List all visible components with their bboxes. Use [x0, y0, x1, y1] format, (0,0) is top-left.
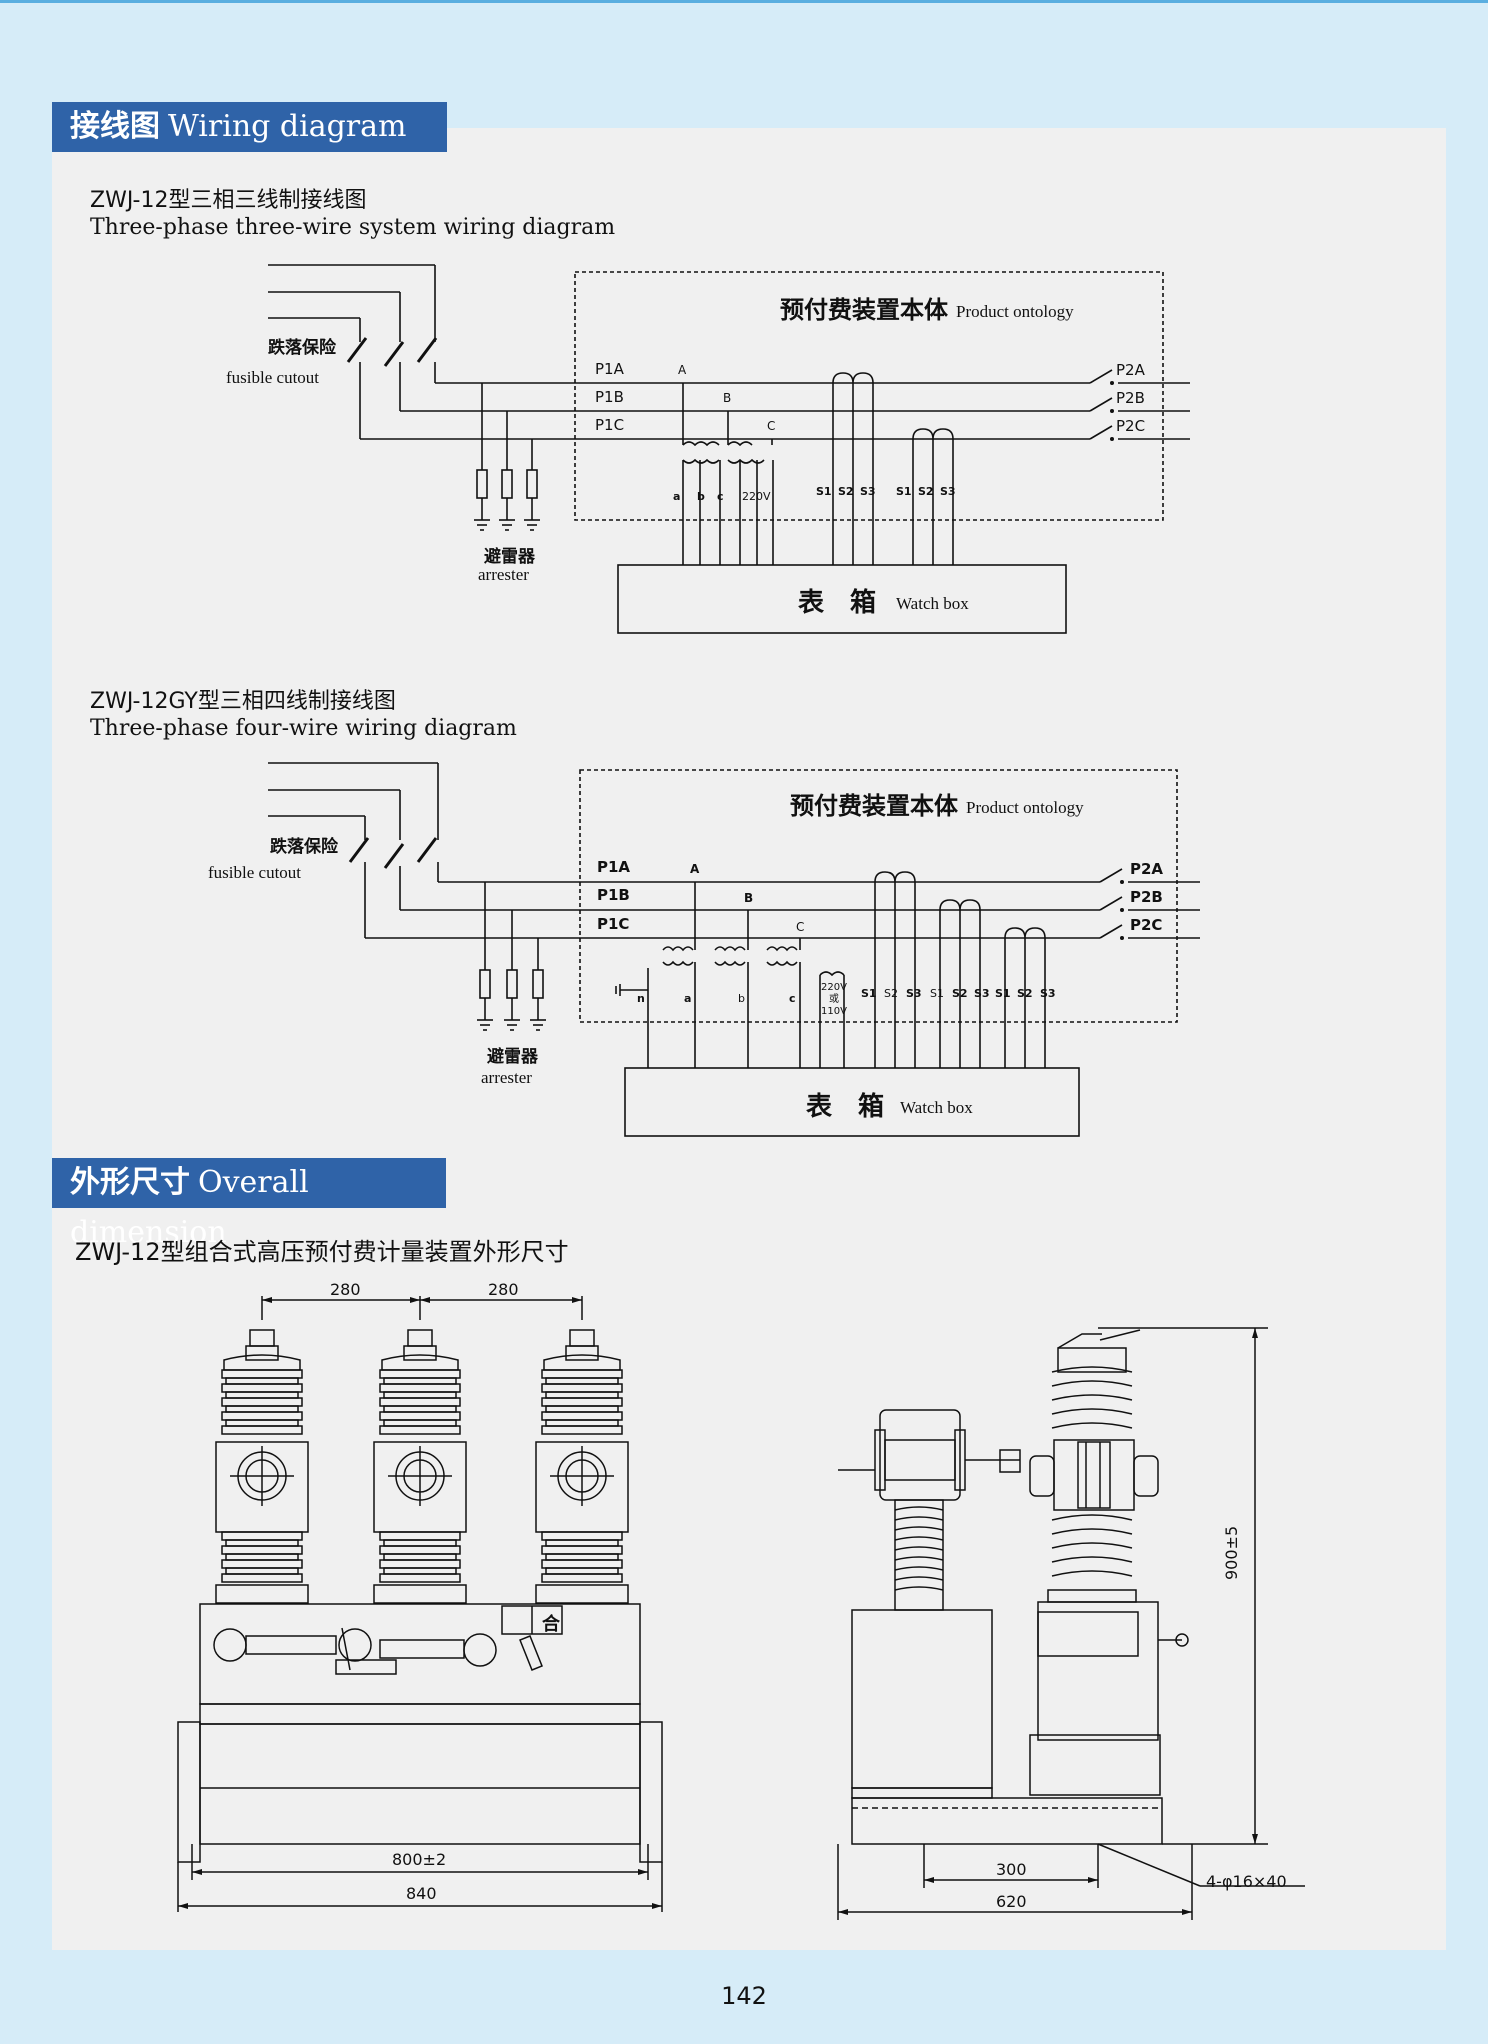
front-dim-2: 280 — [488, 1280, 519, 1299]
d2-term-a: a — [684, 992, 692, 1005]
d1-phase-c: C — [767, 419, 776, 433]
d2-p1c: P1C — [597, 915, 630, 933]
close-label: 合 — [542, 1614, 560, 1635]
d2-product-cn: 预付费装置本体 — [790, 791, 958, 820]
d2-box-cn: 表 箱 — [806, 1092, 885, 1122]
d1-s1: S1 — [816, 485, 832, 498]
d1-p2a: P2A — [1116, 361, 1145, 379]
d2-s6: S3 — [974, 987, 990, 1000]
d1-s2: S2 — [838, 485, 854, 498]
d1-s3: S3 — [860, 485, 876, 498]
d1-arrester-en: arrester — [478, 565, 529, 584]
d2-arrester-en: arrester — [481, 1068, 532, 1087]
d1-term-b: b — [697, 490, 705, 503]
d2-term-c: c — [789, 992, 796, 1005]
d2-term-b: b — [738, 992, 745, 1005]
d1-fuse-cn: 跌落保险 — [268, 338, 336, 358]
d2-arrester-cn: 避雷器 — [487, 1047, 538, 1067]
d2-product-en: Product ontology — [966, 798, 1084, 817]
page-number: 142 — [721, 1982, 767, 2010]
d1-term-c: c — [717, 490, 724, 503]
d1-p1c: P1C — [595, 416, 625, 434]
side-dim-1: 300 — [996, 1860, 1027, 1879]
d2-s8: S2 — [1017, 987, 1033, 1000]
d2-s4: S1 — [930, 987, 944, 1000]
d1-s4: S1 — [896, 485, 912, 498]
d2-p2b: P2B — [1130, 888, 1163, 906]
d2-p1a: P1A — [597, 858, 631, 876]
d1-s5: S2 — [918, 485, 934, 498]
dimension-caption: ZWJ-12型组合式高压预付费计量装置外形尺寸 — [75, 1238, 569, 1266]
side-dim-holes: 4-φ16×40 — [1206, 1872, 1287, 1891]
front-dim-1: 280 — [330, 1280, 361, 1299]
content-panel — [52, 128, 1446, 1950]
d1-term-a: a — [673, 490, 681, 503]
d2-s2: S2 — [884, 987, 898, 1000]
d2-s1: S1 — [861, 987, 877, 1000]
front-dim-3: 800±2 — [392, 1850, 447, 1869]
d1-phase-a: A — [678, 363, 687, 377]
d2-s7: S1 — [995, 987, 1011, 1000]
d2-box-en: Watch box — [900, 1098, 973, 1117]
side-dim-height: 900±5 — [1222, 1525, 1241, 1580]
d1-p1b: P1B — [595, 388, 624, 406]
d1-arrester-cn: 避雷器 — [484, 547, 535, 567]
d1-term-220v: 220V — [742, 490, 771, 503]
d1-phase-b: B — [723, 391, 732, 405]
d2-phase-b: B — [744, 891, 754, 905]
d1-s6: S3 — [940, 485, 956, 498]
d1-fuse-en: fusible cutout — [226, 368, 320, 387]
d1-box-cn: 表 箱 — [798, 588, 877, 618]
diagram1-caption-en: Three-phase three-wire system wiring dia… — [90, 215, 616, 240]
front-dim-4: 840 — [406, 1884, 437, 1903]
d1-p1a: P1A — [595, 360, 624, 378]
top-rule — [0, 0, 1488, 3]
d2-s3: S3 — [906, 987, 922, 1000]
d2-p2a: P2A — [1130, 860, 1164, 878]
d1-product-cn: 预付费装置本体 — [780, 295, 948, 324]
d2-fuse-en: fusible cutout — [208, 863, 302, 882]
diagram1-caption-cn: ZWJ-12型三相三线制接线图 — [90, 188, 367, 213]
d2-s5: S2 — [952, 987, 968, 1000]
d2-p2c: P2C — [1130, 916, 1163, 934]
d1-box-en: Watch box — [896, 594, 969, 613]
side-dim-2: 620 — [996, 1892, 1027, 1911]
d2-p1b: P1B — [597, 886, 630, 904]
d1-p2b: P2B — [1116, 389, 1145, 407]
d2-s9: S3 — [1040, 987, 1056, 1000]
diagram2-caption-cn: ZWJ-12GY型三相四线制接线图 — [90, 689, 396, 714]
diagram2-caption-en: Three-phase four-wire wiring diagram — [90, 716, 517, 741]
d1-p2c: P2C — [1116, 417, 1146, 435]
d2-phase-a: A — [690, 862, 700, 876]
d2-term-n: n — [637, 992, 645, 1005]
d2-fuse-cn: 跌落保险 — [270, 837, 338, 857]
d1-product-en: Product ontology — [956, 302, 1074, 321]
d2-phase-c: C — [796, 920, 805, 934]
